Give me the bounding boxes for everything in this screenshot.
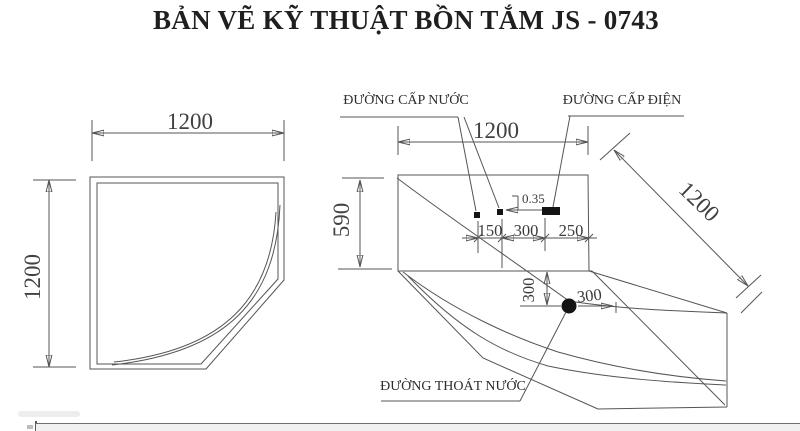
bottom-edge — [597, 406, 728, 410]
dimension-text: 150 — [478, 221, 503, 240]
plan-height-dimension: 1200 — [20, 179, 76, 368]
tub-rim-curve-outer — [111, 204, 281, 366]
tick — [540, 233, 550, 243]
plan-view: 1200 1200 — [20, 109, 285, 370]
dimension-text: 1200 — [20, 254, 45, 300]
water-supply-point — [474, 212, 480, 218]
drain-callout: ĐƯỜNG THOÁT NƯỚC — [380, 311, 567, 402]
depth-dimension: 590 — [329, 177, 392, 270]
tick — [584, 233, 594, 243]
dimension-text: 590 — [329, 203, 354, 238]
dimension-line — [614, 150, 748, 286]
plan-width-dimension: 1200 — [91, 109, 285, 161]
apron-band-curve-2 — [407, 275, 727, 386]
dimension-text: 250 — [559, 221, 584, 240]
drain-assembly: 300 300 — [519, 272, 617, 314]
drain-label: ĐƯỜNG THOÁT NƯỚC — [380, 377, 526, 394]
tub-inner-outline — [96, 182, 279, 365]
chamfer-edge — [588, 270, 728, 314]
deck-outline — [397, 174, 592, 272]
leader-line — [457, 116, 477, 212]
detail-view: 1200 1200 590 — [329, 91, 763, 410]
leader-line — [463, 116, 500, 209]
tick — [473, 233, 483, 243]
diagonal-dimension: 1200 — [599, 132, 763, 314]
dimension-text: 1200 — [167, 109, 213, 134]
leader-line — [519, 311, 567, 402]
dimension-text: 1200 — [473, 118, 519, 143]
tick — [497, 233, 507, 243]
tub-outer-outline — [89, 176, 285, 370]
drain-point — [561, 298, 577, 314]
extension-tick — [599, 132, 631, 161]
water-supply-label: ĐƯỜNG CẤP NƯỚC — [343, 91, 468, 108]
apron-band-curve-1 — [402, 271, 727, 382]
water-supply-point — [497, 209, 503, 215]
electric-supply-label: ĐƯỜNG CẤP ĐIỆN — [563, 91, 681, 108]
tub-rim-curve-inner — [113, 211, 277, 363]
electric-supply-callout: ĐƯỜNG CẤP ĐIỆN — [552, 91, 684, 208]
extension-tick — [740, 291, 763, 314]
water-supply-callout: ĐƯỜNG CẤP NƯỚC — [340, 91, 500, 212]
electric-supply-box — [542, 207, 560, 215]
chain-dimension: 150 300 250 — [462, 218, 597, 268]
electric-offset-dimension: 0.35 — [506, 191, 545, 210]
corner-edge — [591, 270, 726, 406]
dimension-text: 0.35 — [522, 191, 545, 206]
apron-outer-edge — [397, 270, 599, 410]
detail-top-width-dimension: 1200 — [397, 118, 589, 155]
rim-curve — [396, 177, 728, 314]
dimension-text: 300 — [576, 285, 603, 307]
extension-tick — [735, 274, 762, 299]
cropped-artifact — [27, 425, 33, 429]
scan-smudge — [18, 411, 80, 417]
drawing-title: BẢN VẼ KỸ THUẬT BỒN TẮM JS - 0743 — [153, 5, 659, 35]
leader-line — [552, 115, 571, 208]
footer-bar — [36, 423, 800, 431]
dimension-text: 300 — [514, 221, 539, 240]
dimension-text: 300 — [519, 278, 538, 303]
